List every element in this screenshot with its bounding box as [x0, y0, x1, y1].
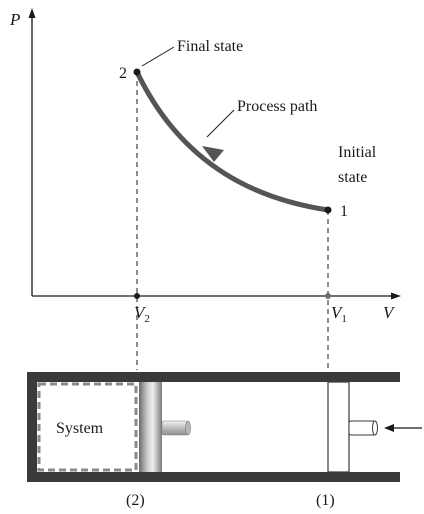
- piston-cylinder: System (2) (1): [27, 372, 422, 509]
- v-axis-label: V: [383, 303, 396, 322]
- state-2-number: 2: [119, 65, 127, 82]
- state-1-point: [324, 206, 332, 214]
- process-path-caption: Process path: [237, 98, 317, 115]
- piston-rod-2-end: [185, 420, 191, 436]
- v1-label: V1: [331, 303, 347, 325]
- final-state-caption: Final state: [177, 38, 243, 55]
- state-2-point: [133, 68, 141, 76]
- cylinder-top-wall: [27, 372, 400, 382]
- position-2-label: (2): [126, 492, 145, 509]
- initial-state-caption-line1: Initial: [338, 144, 377, 161]
- v2-label: V2: [134, 303, 150, 325]
- push-arrow-icon: [384, 424, 394, 432]
- cylinder-bottom-wall: [27, 472, 400, 482]
- system-boundary: [37, 382, 138, 472]
- piston-position-2: [139, 382, 162, 472]
- v-axis-arrowhead: [391, 292, 401, 300]
- path-direction-arrow-icon: [202, 146, 224, 162]
- initial-state-caption-line2: state: [338, 169, 367, 186]
- state-1-number: 1: [340, 203, 348, 220]
- final-state-leader: [141, 46, 175, 67]
- position-1-label: (1): [316, 492, 335, 509]
- p-axis-arrowhead: [28, 8, 36, 18]
- v2-axis-marker: [134, 293, 140, 299]
- piston-rod-1-end: [372, 420, 378, 436]
- system-label: System: [56, 420, 104, 437]
- process-path-leader: [206, 109, 235, 138]
- cylinder-end-cap: [27, 372, 37, 482]
- p-axis-label: P: [9, 10, 20, 29]
- process-path-curve: [134, 69, 331, 213]
- pv-plot: P V V2 V1 2 1 Final state Pro: [9, 8, 401, 370]
- piston-rod-2: [161, 420, 189, 436]
- piston-rod-1: [348, 420, 376, 436]
- piston-position-1: [327, 381, 350, 473]
- v1-axis-marker: [325, 293, 331, 299]
